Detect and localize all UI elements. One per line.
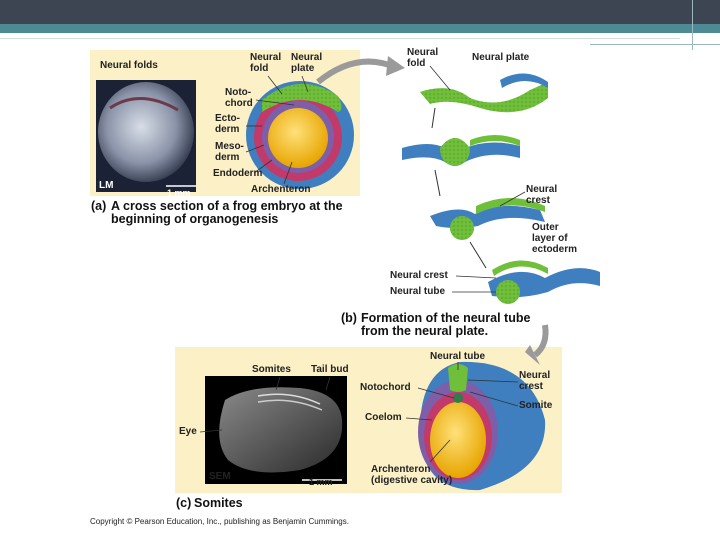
label-somites: Somites	[252, 364, 291, 375]
slide-header-bar	[0, 0, 720, 24]
label-tail-bud: Tail bud	[311, 364, 349, 375]
cross-section-c	[418, 361, 546, 491]
label-archenteron-a: Archenteron	[251, 184, 311, 195]
label-somite: Somite	[519, 400, 553, 411]
neural-tube-stage-3	[430, 198, 545, 240]
leader-lines	[199, 65, 526, 463]
down-arrow-head	[525, 345, 540, 365]
label-endoderm: Endoderm	[213, 168, 263, 179]
label-scale-a: 1 mm	[167, 188, 191, 198]
label-neural-tube-b: Neural tube	[390, 286, 446, 297]
neural-tube-stage-2	[402, 135, 520, 166]
label-neural-crest-b: Neural crest	[390, 270, 448, 281]
slide-corner-accent	[692, 0, 720, 50]
neural-tube-stage-4	[488, 260, 600, 304]
label-neural-plate-a: Neural plate	[291, 52, 323, 74]
label-neural-fold-b: Neural fold	[407, 47, 439, 69]
copyright-notice: Copyright © Pearson Education, Inc., pub…	[90, 517, 349, 526]
sem-micrograph	[205, 376, 347, 484]
caption-b-letter: (b)	[341, 311, 357, 325]
label-notochord-a: Noto- chord	[225, 87, 253, 109]
caption-b-text: Formation of the neural tube from the ne…	[361, 311, 531, 338]
label-eye: Eye	[179, 426, 197, 437]
label-neural-fold-a: Neural fold	[250, 52, 282, 74]
caption-c-letter: (c)	[176, 496, 192, 510]
slide-accent-line-2	[0, 38, 680, 39]
caption-a-letter: (a)	[91, 199, 107, 213]
label-scale-c: 1 mm	[309, 477, 333, 487]
label-lm: LM	[99, 180, 114, 191]
slide-header-stripe	[0, 24, 720, 33]
label-sem: SEM	[209, 471, 231, 482]
caption-c-text: Somites	[194, 496, 243, 510]
down-arrow	[533, 324, 549, 358]
neural-tube-stage-1	[420, 73, 548, 113]
lm-micrograph	[96, 80, 196, 192]
label-neural-folds: Neural folds	[100, 60, 158, 71]
arrow-head	[386, 56, 405, 76]
label-coelom: Coelom	[365, 412, 402, 423]
label-neural-crest-top: Neural crest	[526, 184, 558, 206]
label-ectoderm: Ecto- derm	[215, 113, 240, 135]
label-archenteron-c: Archenteron (digestive cavity)	[371, 464, 453, 486]
cross-section-a	[246, 81, 354, 189]
label-neural-tube-c: Neural tube	[430, 351, 486, 362]
caption-a-text: A cross section of a frog embryo at the …	[111, 199, 343, 226]
stage-arrows	[431, 107, 487, 269]
label-notochord-c: Notochord	[360, 382, 411, 393]
label-neural-plate-b: Neural plate	[472, 52, 530, 63]
label-neural-crest-c: Neural crest	[519, 370, 551, 392]
label-outer-layer: Outer layer of ectoderm	[532, 222, 578, 255]
label-mesoderm: Meso- derm	[215, 141, 244, 163]
slide-accent-line	[590, 44, 720, 45]
curved-arrow	[316, 58, 394, 85]
